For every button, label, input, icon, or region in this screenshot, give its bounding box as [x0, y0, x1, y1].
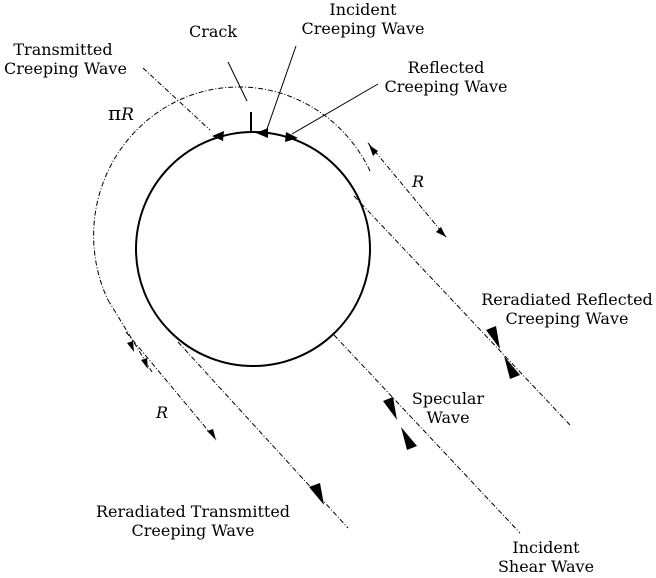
label-r-left: R [155, 403, 169, 422]
arrow-r-left-bottom [207, 429, 216, 440]
arrow-r-right-bottom [436, 227, 446, 237]
cylinder-circle [135, 131, 371, 367]
label-reflected-creeping-wave: Reflected Creeping Wave [384, 58, 508, 96]
label-reradiated-reflected-creeping-wave: Reradiated Reflected Creeping Wave [481, 290, 653, 328]
specular-ray [333, 334, 521, 534]
arrow-reradiated-reflected-out [486, 326, 500, 349]
reradiated-transmitted-ray [177, 341, 349, 529]
leader-crack [227, 61, 248, 102]
arrow-reflected-creeping [285, 132, 298, 142]
r-dimension-left [125, 331, 217, 441]
leader-incident-creeping [266, 45, 297, 130]
leader-reflected [291, 83, 379, 135]
label-transmitted-creeping-wave: Transmitted Creeping Wave [4, 40, 127, 78]
arrow-incident-creeping [256, 128, 268, 138]
arrow-r-left-top [141, 358, 148, 369]
label-reradiated-transmitted-creeping-wave: Reradiated Transmitted Creeping Wave [95, 502, 291, 540]
label-specular-wave: Specular Wave [411, 389, 485, 427]
label-pi-r: πR [108, 101, 134, 125]
arrow-incident-shear-in [401, 427, 417, 450]
arrow-specular-out [383, 397, 397, 420]
arrow-left-arc-end [127, 341, 134, 352]
arrow-reradiated-reflected-in [504, 356, 520, 379]
label-incident-shear-wave: Incident Shear Wave [497, 538, 595, 576]
label-r-right: R [411, 172, 425, 191]
arrow-transmitted-creeping [212, 131, 224, 141]
label-crack: Crack [188, 22, 238, 41]
arrow-r-right-top [369, 145, 378, 156]
pi-r-arc [93, 86, 371, 301]
r-dimension-right [367, 142, 447, 238]
label-incident-creeping-wave: Incident Creeping Wave [301, 0, 425, 38]
arrow-reradiated-transmitted [309, 483, 324, 505]
reradiated-reflected-ray [353, 195, 571, 426]
